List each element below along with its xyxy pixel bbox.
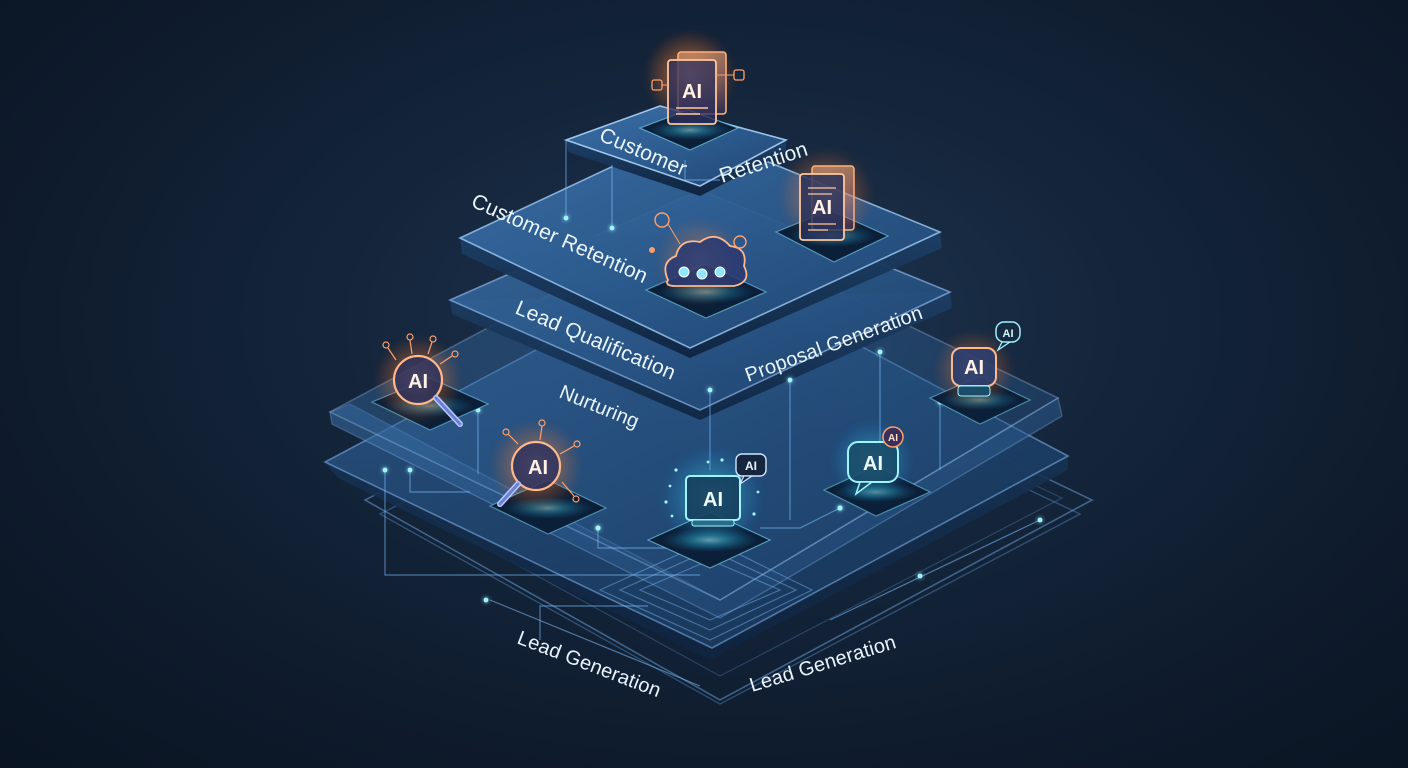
search-left-ai-badge: AI: [408, 371, 428, 393]
robot-icon: AI AI: [934, 321, 1021, 410]
search-mid-ai-badge: AI: [528, 457, 548, 479]
document-icon: AI: [644, 30, 745, 125]
document-icon: AI: [778, 148, 874, 244]
bubble-right-small-ai-badge: AI: [888, 433, 898, 444]
chat-bubble-icon: AI: [735, 453, 767, 486]
label-lead-generation-left: Lead Generation: [514, 627, 664, 702]
cloud-network-icon: [649, 212, 748, 306]
robot-right-small-ai-badge: AI: [1003, 328, 1014, 340]
right-document-ai-badge: AI: [812, 197, 832, 219]
center-bubble-ai-badge: AI: [745, 459, 757, 473]
center-screen-ai-badge: AI: [703, 489, 723, 511]
bubble-right-ai-badge: AI: [863, 453, 883, 475]
ai-chat-bubble-icon: AI AI: [830, 420, 914, 504]
top-document-ai-badge: AI: [682, 81, 702, 103]
label-lead-generation-right: Lead Generation: [747, 631, 899, 696]
center-concentric-rings: [598, 539, 814, 641]
magnifier-icon: AI: [374, 333, 463, 427]
robot-right-ai-badge: AI: [964, 357, 984, 379]
magnifier-icon: AI: [490, 419, 582, 512]
connector-lines: [384, 140, 1041, 687]
